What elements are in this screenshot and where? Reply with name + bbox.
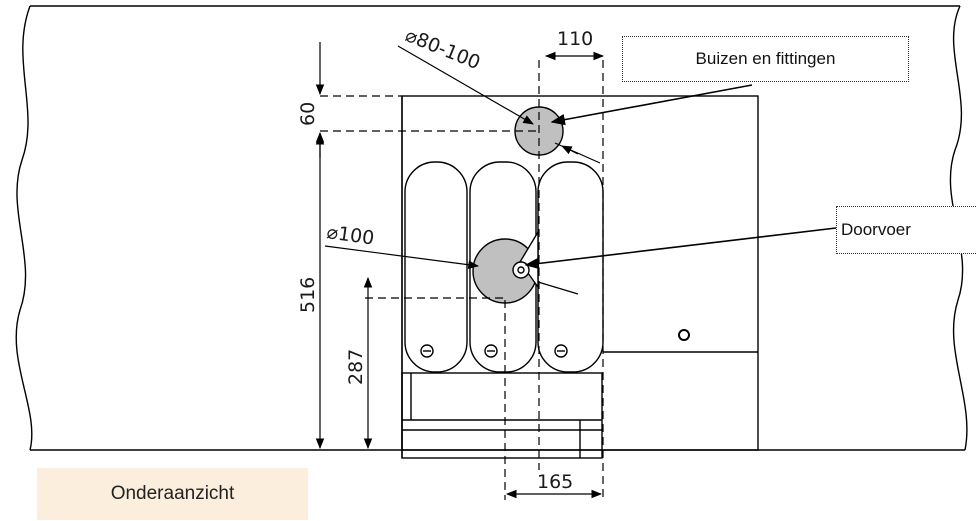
dim-516: 516 [297, 277, 319, 313]
floor-slab [15, 5, 968, 451]
dim-287: 287 [345, 349, 367, 385]
callout-pipes-fittings: Buizen en fittingen [622, 36, 909, 82]
vessel-1 [404, 161, 468, 373]
vessels [404, 161, 604, 373]
callout-feedthrough: Doorvoer [836, 206, 977, 254]
left-break-line [15, 5, 33, 451]
dimension-lines [315, 42, 605, 499]
dim-110: 110 [557, 28, 593, 50]
callout-leaders [524, 84, 837, 270]
dashed-reference-lines [320, 60, 604, 500]
unit-housing [401, 95, 759, 459]
vessel-3 [537, 161, 604, 373]
view-label-text: Onderaanzicht [110, 483, 235, 504]
callout-feedthrough-text: Doorvoer [841, 220, 911, 239]
screws [420, 329, 690, 358]
view-label: Onderaanzicht [37, 468, 308, 520]
callout-pipes-fittings-text: Buizen en fittingen [695, 49, 836, 68]
dim-165: 165 [537, 471, 573, 493]
dim-60: 60 [297, 102, 319, 126]
dim-diameter-middle: ⌀100 [325, 221, 375, 249]
dim-diameter-top: ⌀80-100 [402, 24, 483, 74]
